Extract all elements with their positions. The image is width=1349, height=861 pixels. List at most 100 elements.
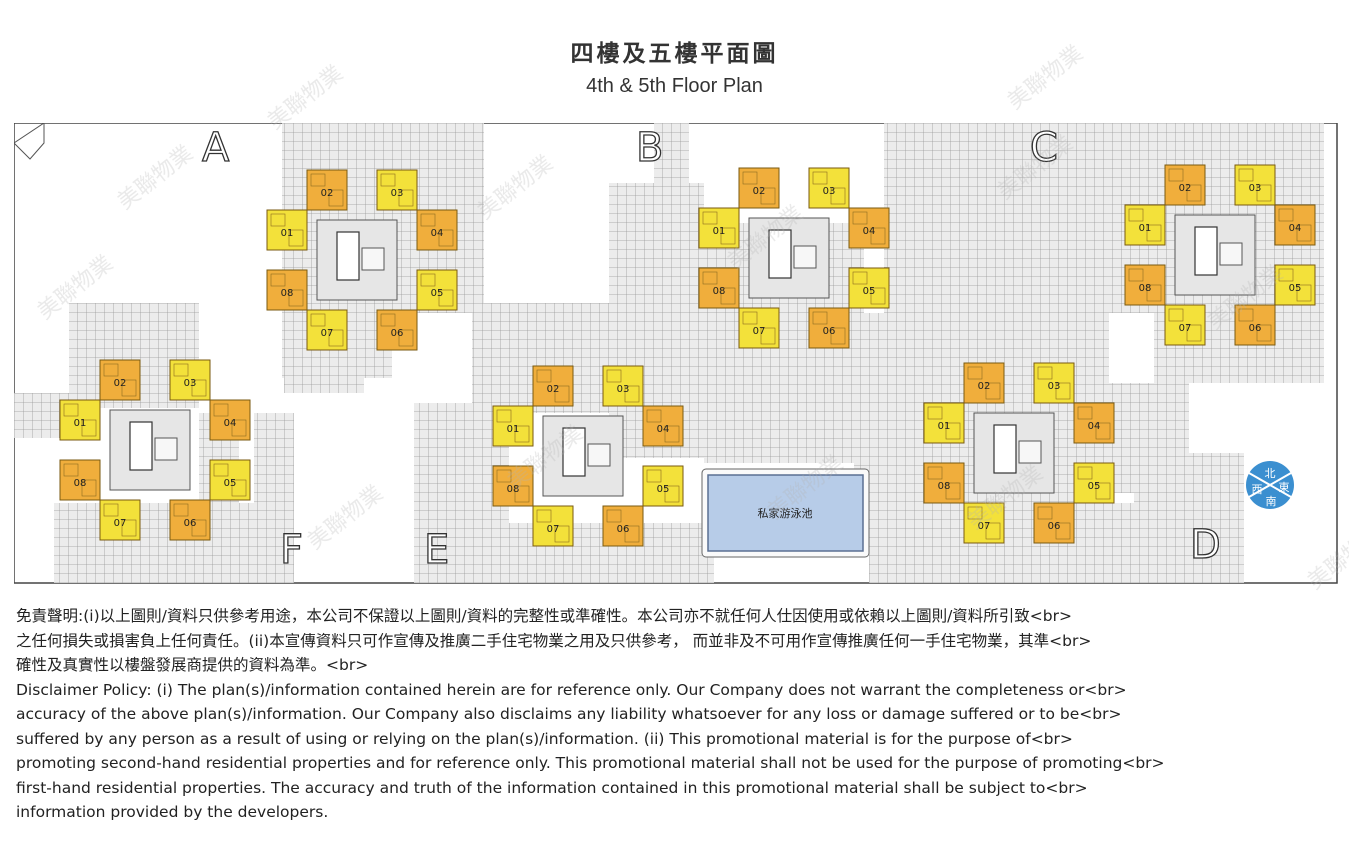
unit-number-label: 08	[938, 481, 951, 492]
unit-number-label: 03	[1249, 183, 1262, 194]
room-outline	[496, 469, 512, 483]
room-outline	[852, 211, 868, 225]
room-outline	[1037, 506, 1053, 520]
unit-number-label: 02	[1179, 183, 1192, 194]
unit-number-label: 02	[753, 186, 766, 197]
unit-number-label: 07	[114, 518, 127, 529]
unit-flat	[169, 359, 211, 401]
unit-number-label: 08	[281, 288, 294, 299]
room-outline	[310, 313, 326, 327]
room-outline	[1077, 466, 1093, 480]
unit-flat	[306, 309, 348, 351]
unit-flat	[1073, 402, 1115, 444]
paving-area	[884, 123, 1164, 313]
room-outline	[1256, 324, 1272, 342]
unit-number-label: 01	[938, 421, 951, 432]
room-outline	[760, 187, 776, 205]
room-outline	[380, 313, 396, 327]
unit-number-label: 04	[863, 226, 876, 237]
room-outline	[1037, 366, 1053, 380]
room-outline	[63, 403, 79, 417]
room-outline	[1296, 224, 1312, 242]
unit-number-label: 02	[114, 378, 127, 389]
room-outline	[554, 525, 570, 543]
disclaimer-line: 免責聲明:(i)以上圖則/資料只供參考用途，本公司不保證以上圖則/資料的完整性或…	[16, 607, 1072, 625]
room-outline	[380, 173, 396, 187]
paving-area	[484, 523, 714, 583]
unit-flat	[1033, 502, 1075, 544]
room-outline	[173, 363, 189, 377]
unit-number-label: 05	[1289, 283, 1302, 294]
room-outline	[1146, 224, 1162, 242]
room-outline	[438, 229, 454, 247]
room-outline	[288, 289, 304, 307]
room-outline	[985, 382, 1001, 400]
unit-number-label: 05	[863, 286, 876, 297]
compass-icon: 北 東 西 南	[1246, 461, 1294, 509]
disclaimer-line: Disclaimer Policy: (i) The plan(s)/infor…	[16, 680, 1127, 699]
room-outline	[870, 287, 886, 305]
room-outline	[496, 409, 512, 423]
compass-west: 西	[1252, 483, 1263, 496]
room-outline	[398, 329, 414, 347]
unit-number-label: 02	[321, 188, 334, 199]
disclaimer-line: first-hand residential properties. The a…	[16, 778, 1088, 797]
room-outline	[328, 329, 344, 347]
lobby	[361, 247, 385, 271]
compass-south: 南	[1266, 495, 1277, 508]
lobby	[1219, 242, 1243, 266]
unit-number-label: 04	[431, 228, 444, 239]
room-outline	[63, 463, 79, 477]
unit-number-label: 08	[74, 478, 87, 489]
room-outline	[945, 422, 961, 440]
lobby	[587, 443, 611, 467]
room-outline	[536, 509, 552, 523]
room-outline	[191, 519, 207, 537]
room-outline	[927, 466, 943, 480]
room-outline	[870, 227, 886, 245]
room-outline	[231, 479, 247, 497]
room-outline	[1128, 208, 1144, 222]
unit-number-label: 01	[281, 228, 294, 239]
unit-number-label: 01	[507, 424, 520, 435]
room-outline	[213, 463, 229, 477]
paving-area	[654, 123, 689, 183]
room-outline	[664, 485, 680, 503]
disclaimer-line: suffered by any person as a result of us…	[16, 729, 1073, 748]
room-outline	[967, 366, 983, 380]
unit-number-label: 05	[224, 478, 237, 489]
pool-label: 私家游泳池	[758, 506, 813, 520]
room-outline	[554, 385, 570, 403]
lift-shaft	[336, 231, 360, 281]
room-outline	[420, 273, 436, 287]
room-outline	[760, 327, 776, 345]
room-outline	[1278, 208, 1294, 222]
unit-number-label: 06	[617, 524, 630, 535]
lobby	[154, 437, 178, 461]
room-outline	[624, 525, 640, 543]
unit-flat	[698, 207, 740, 249]
room-outline	[1168, 308, 1184, 322]
lift-shaft	[1194, 226, 1218, 276]
compass-east: 東	[1279, 481, 1290, 494]
unit-number-label: 03	[617, 384, 630, 395]
room-outline	[646, 469, 662, 483]
room-outline	[720, 227, 736, 245]
unit-flat	[602, 365, 644, 407]
room-outline	[438, 289, 454, 307]
unit-number-label: 07	[978, 521, 991, 532]
room-outline	[1095, 482, 1111, 500]
room-outline	[945, 482, 961, 500]
room-outline	[310, 173, 326, 187]
room-outline	[328, 189, 344, 207]
unit-number-label: 02	[547, 384, 560, 395]
room-outline	[270, 273, 286, 287]
unit-number-label: 08	[507, 484, 520, 495]
room-outline	[664, 425, 680, 443]
room-outline	[1256, 184, 1272, 202]
room-outline	[1077, 406, 1093, 420]
